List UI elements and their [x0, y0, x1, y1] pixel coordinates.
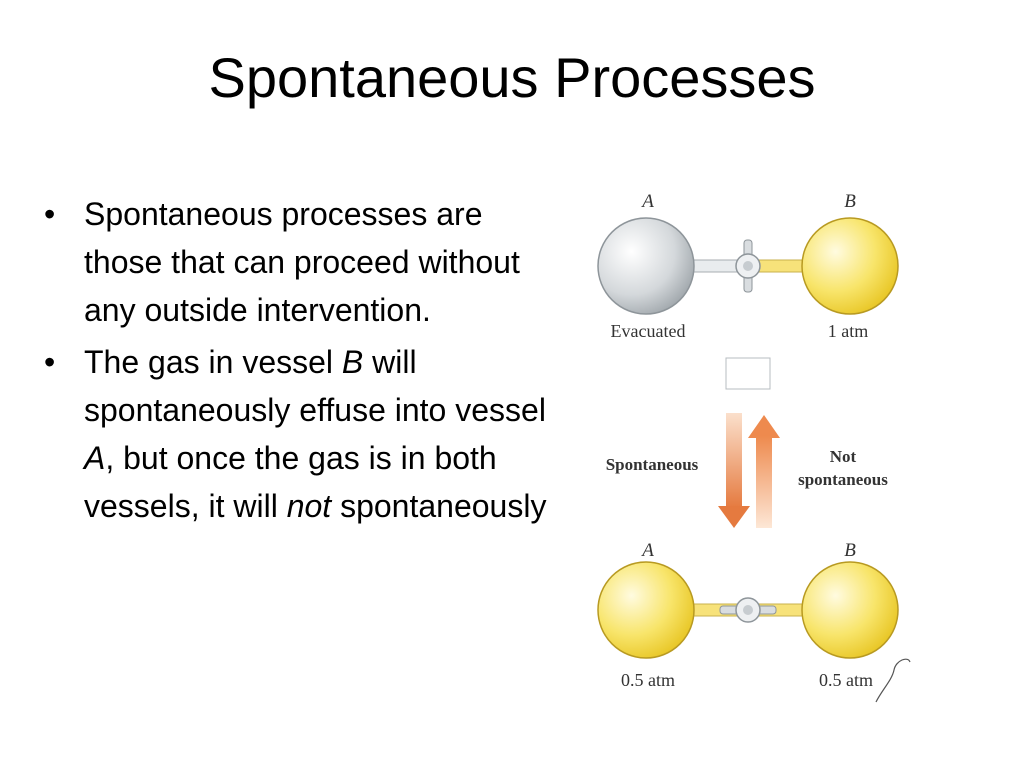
blank-box	[725, 357, 771, 390]
bullet-text-part: will spontaneously effuse into vessel	[84, 344, 546, 428]
bullet-text: Spontaneous processes are those that can…	[84, 196, 520, 328]
process-arrows: Spontaneous Not spontaneous	[606, 413, 888, 528]
top-stopcock-icon	[735, 239, 761, 293]
bottom-stopcock-icon	[719, 597, 777, 623]
top-apparatus: A B Evacuated 1 atm	[597, 191, 899, 341]
bullet-marker: •	[44, 196, 56, 232]
bullet-item-example: • The gas in vessel B will spontaneously…	[44, 338, 554, 530]
bottom-label-b: B	[844, 540, 856, 561]
top-caption-a: Evacuated	[611, 321, 686, 341]
top-label-a: A	[640, 191, 654, 212]
bottom-label-a: A	[640, 540, 654, 561]
not-spontaneous-label-line1: Not	[830, 447, 857, 466]
bullet-list: • Spontaneous processes are those that c…	[44, 190, 554, 530]
bottom-flask-b	[801, 561, 899, 659]
bottom-flask-a	[597, 561, 695, 659]
vessel-b-emphasis: B	[341, 344, 364, 380]
bottom-caption-a: 0.5 atm	[621, 670, 675, 690]
gas-effusion-figure: A B Evacuated 1 atm	[576, 180, 916, 710]
bullet-text-part: , but once the gas is in both vessels, i…	[84, 440, 497, 524]
pen-stroke-mark	[875, 658, 911, 703]
spontaneous-arrow-icon	[718, 413, 750, 528]
slide-title: Spontaneous Processes	[208, 46, 816, 109]
bullet-text-part: spontaneously	[331, 488, 547, 524]
not-spontaneous-label-line2: spontaneous	[798, 470, 888, 489]
bullet-text-part: The gas in vessel	[84, 344, 342, 380]
bottom-apparatus: A B 0.5 atm 0.5 atm	[597, 540, 911, 703]
top-caption-b: 1 atm	[828, 321, 869, 341]
figure-svg: A B Evacuated 1 atm	[597, 191, 911, 703]
bullet-marker: •	[44, 344, 56, 380]
not-emphasis: not	[286, 488, 332, 524]
not-spontaneous-arrow-icon	[748, 415, 780, 528]
bottom-caption-b: 0.5 atm	[819, 670, 873, 690]
top-flask-a	[597, 217, 695, 315]
top-label-b: B	[844, 191, 856, 212]
bullet-item-definition: • Spontaneous processes are those that c…	[44, 190, 554, 334]
vessel-a-emphasis: A	[84, 440, 106, 476]
spontaneous-label: Spontaneous	[606, 455, 699, 474]
top-flask-b	[801, 217, 899, 315]
